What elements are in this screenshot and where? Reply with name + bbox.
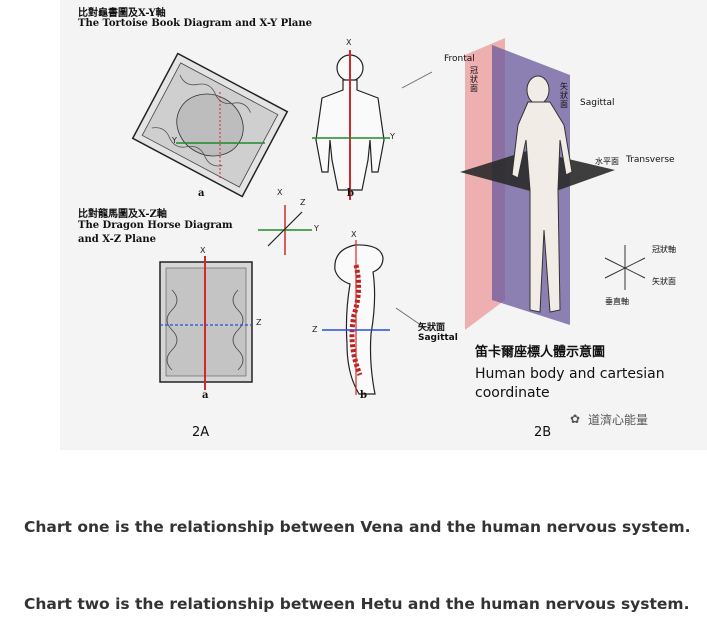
axis-label-x-dragon: X	[200, 246, 206, 255]
caption-en-line2: coordinate	[475, 385, 550, 401]
caption-en-line1: Human body and cartesian	[475, 366, 665, 382]
axis-marker-x-label: X	[277, 188, 283, 197]
axis-label-x-side: X	[351, 230, 357, 239]
sub-label-b-top: b	[347, 188, 354, 199]
diagram-artwork	[131, 38, 646, 395]
sub-label-b-bottom: b	[360, 390, 367, 401]
vertical-axis-label: 垂直軸	[605, 297, 629, 306]
panel-label-2b: 2B	[534, 425, 552, 440]
sagittal-label-en-2b: Sagittal	[580, 98, 615, 108]
watermark-text: 道濟心能量	[588, 413, 649, 427]
diagram-figure: 比對龜書圖及X-Y軸 The Tortoise Book Diagram and…	[60, 0, 707, 450]
dragon-title-en-2: and X-Z Plane	[78, 234, 156, 245]
tortoise-title-en: The Tortoise Book Diagram and X-Y Plane	[78, 18, 313, 29]
coronal-axis-label: 冠狀軸	[652, 245, 676, 254]
sub-label-a-top: a	[198, 188, 205, 199]
caption-cn-2b: 笛卡爾座標人體示意圖	[475, 345, 606, 360]
frontal-label-en: Frontal	[444, 54, 475, 64]
human-side-figure	[334, 244, 384, 395]
watermark-icon: ✿	[570, 412, 581, 426]
paragraph-chart-one: Chart one is the relationship between Ve…	[24, 518, 691, 536]
paragraph-chart-two: Chart two is the relationship between He…	[24, 595, 690, 613]
axis-label-y-tortoise: Y	[172, 136, 177, 145]
axis-marker-z-label: Z	[300, 198, 306, 207]
sagittal-label-cn-2b: 矢狀面	[560, 82, 568, 109]
axis-label-y-top: Y	[390, 132, 395, 141]
sagittal-axis-label: 矢狀面	[652, 277, 676, 286]
sagittal-pointer	[395, 307, 426, 329]
frontal-label-cn: 冠狀面	[470, 66, 478, 93]
axis-marker-y-label: Y	[314, 224, 319, 233]
frontal-pointer	[401, 71, 433, 89]
dragon-title-cn: 比對龍馬圖及X-Z軸	[78, 209, 167, 220]
axis-label-z-dragon: Z	[256, 318, 262, 327]
dragon-title-en-1: The Dragon Horse Diagram	[78, 220, 233, 231]
axis-label-z-side: Z	[312, 325, 318, 334]
spine	[349, 264, 363, 376]
transverse-label-cn: 水平面	[595, 157, 619, 166]
panel-label-2a: 2A	[192, 425, 210, 440]
tortoise-book-diagram	[131, 52, 289, 198]
sub-label-a-bottom: a	[202, 390, 209, 401]
sagittal-label-en-2a: Sagittal	[418, 333, 458, 343]
tortoise-title-cn: 比對龜書圖及X-Y軸	[78, 8, 166, 19]
axis-label-x-top: X	[346, 38, 352, 47]
human-body-2b	[511, 75, 573, 313]
sagittal-label-cn-2a: 矢狀面	[418, 323, 446, 333]
axis-marker-2a	[258, 205, 312, 255]
transverse-label-en: Transverse	[626, 155, 675, 165]
axis-marker-2b	[604, 245, 646, 290]
